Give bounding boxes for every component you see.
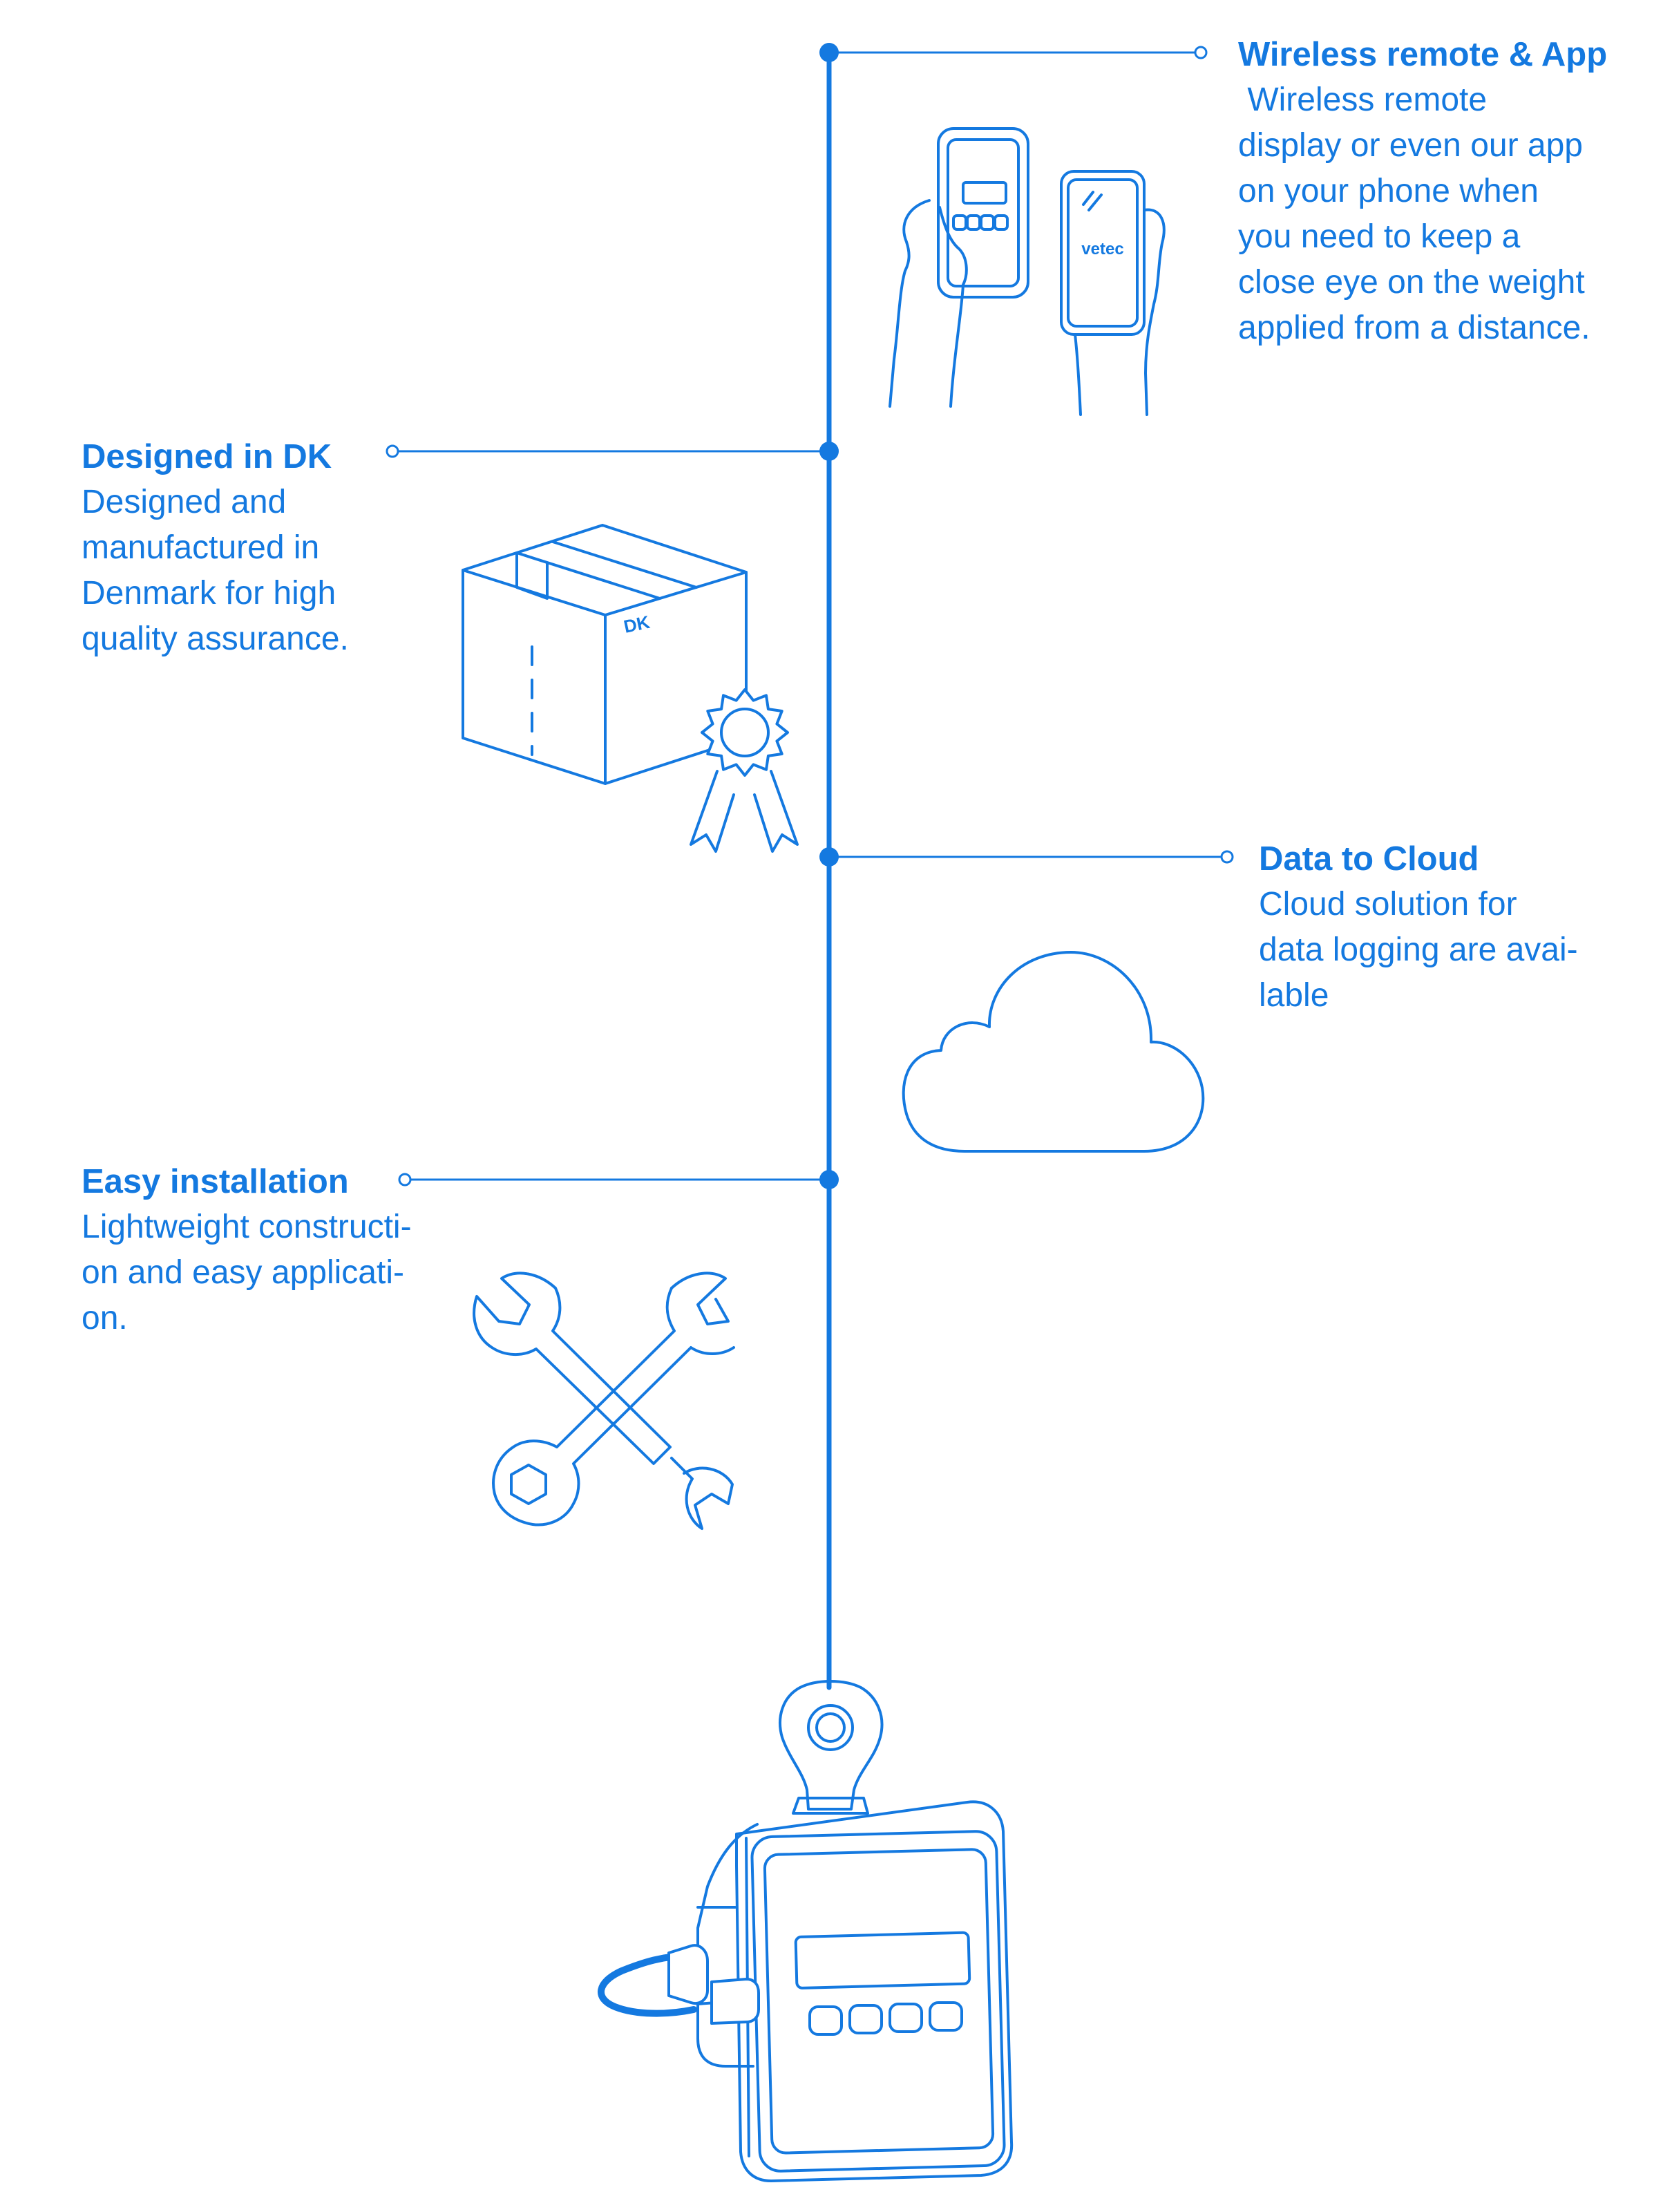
feature-wireless-title: Wireless remote & App [1238,36,1608,73]
cloud-icon [902,951,1205,1153]
remote-and-phone-icon: vetec [889,127,1166,416]
feature-wireless: Wireless remote & App Wireless remote di… [1238,32,1607,351]
feature-easy-body: Lightweight constructi- on and easy appl… [82,1209,412,1336]
connector-easy [398,1170,839,1189]
shipping-box-award-icon: DK [462,524,799,853]
feature-designed-body: Designed and manufactured in Denmark for… [82,484,349,657]
connector-cloud [819,847,1234,867]
phone-brand-label: vetec [1081,240,1123,258]
feature-wireless-body: Wireless remote display or even our app … [1238,82,1590,346]
box-dk-label: DK [622,612,652,637]
feature-easy: Easy installation Lightweight constructi… [82,1159,412,1341]
connector-designed [386,442,839,461]
feature-designed: Designed in DK Designed and manufactured… [82,434,349,662]
feature-designed-title: Designed in DK [82,438,332,475]
rosette-edge [701,688,789,777]
feature-cloud-body: Cloud solution for data logging are avai… [1259,886,1578,1014]
crossed-wrenches-icon [473,1272,735,1530]
crane-scale-icon [598,1680,1014,2182]
feature-cloud-title: Data to Cloud [1259,840,1479,878]
connector-wireless [819,43,1208,62]
feature-cloud: Data to Cloud Cloud solution for data lo… [1259,836,1578,1019]
feature-easy-title: Easy installation [82,1163,349,1200]
